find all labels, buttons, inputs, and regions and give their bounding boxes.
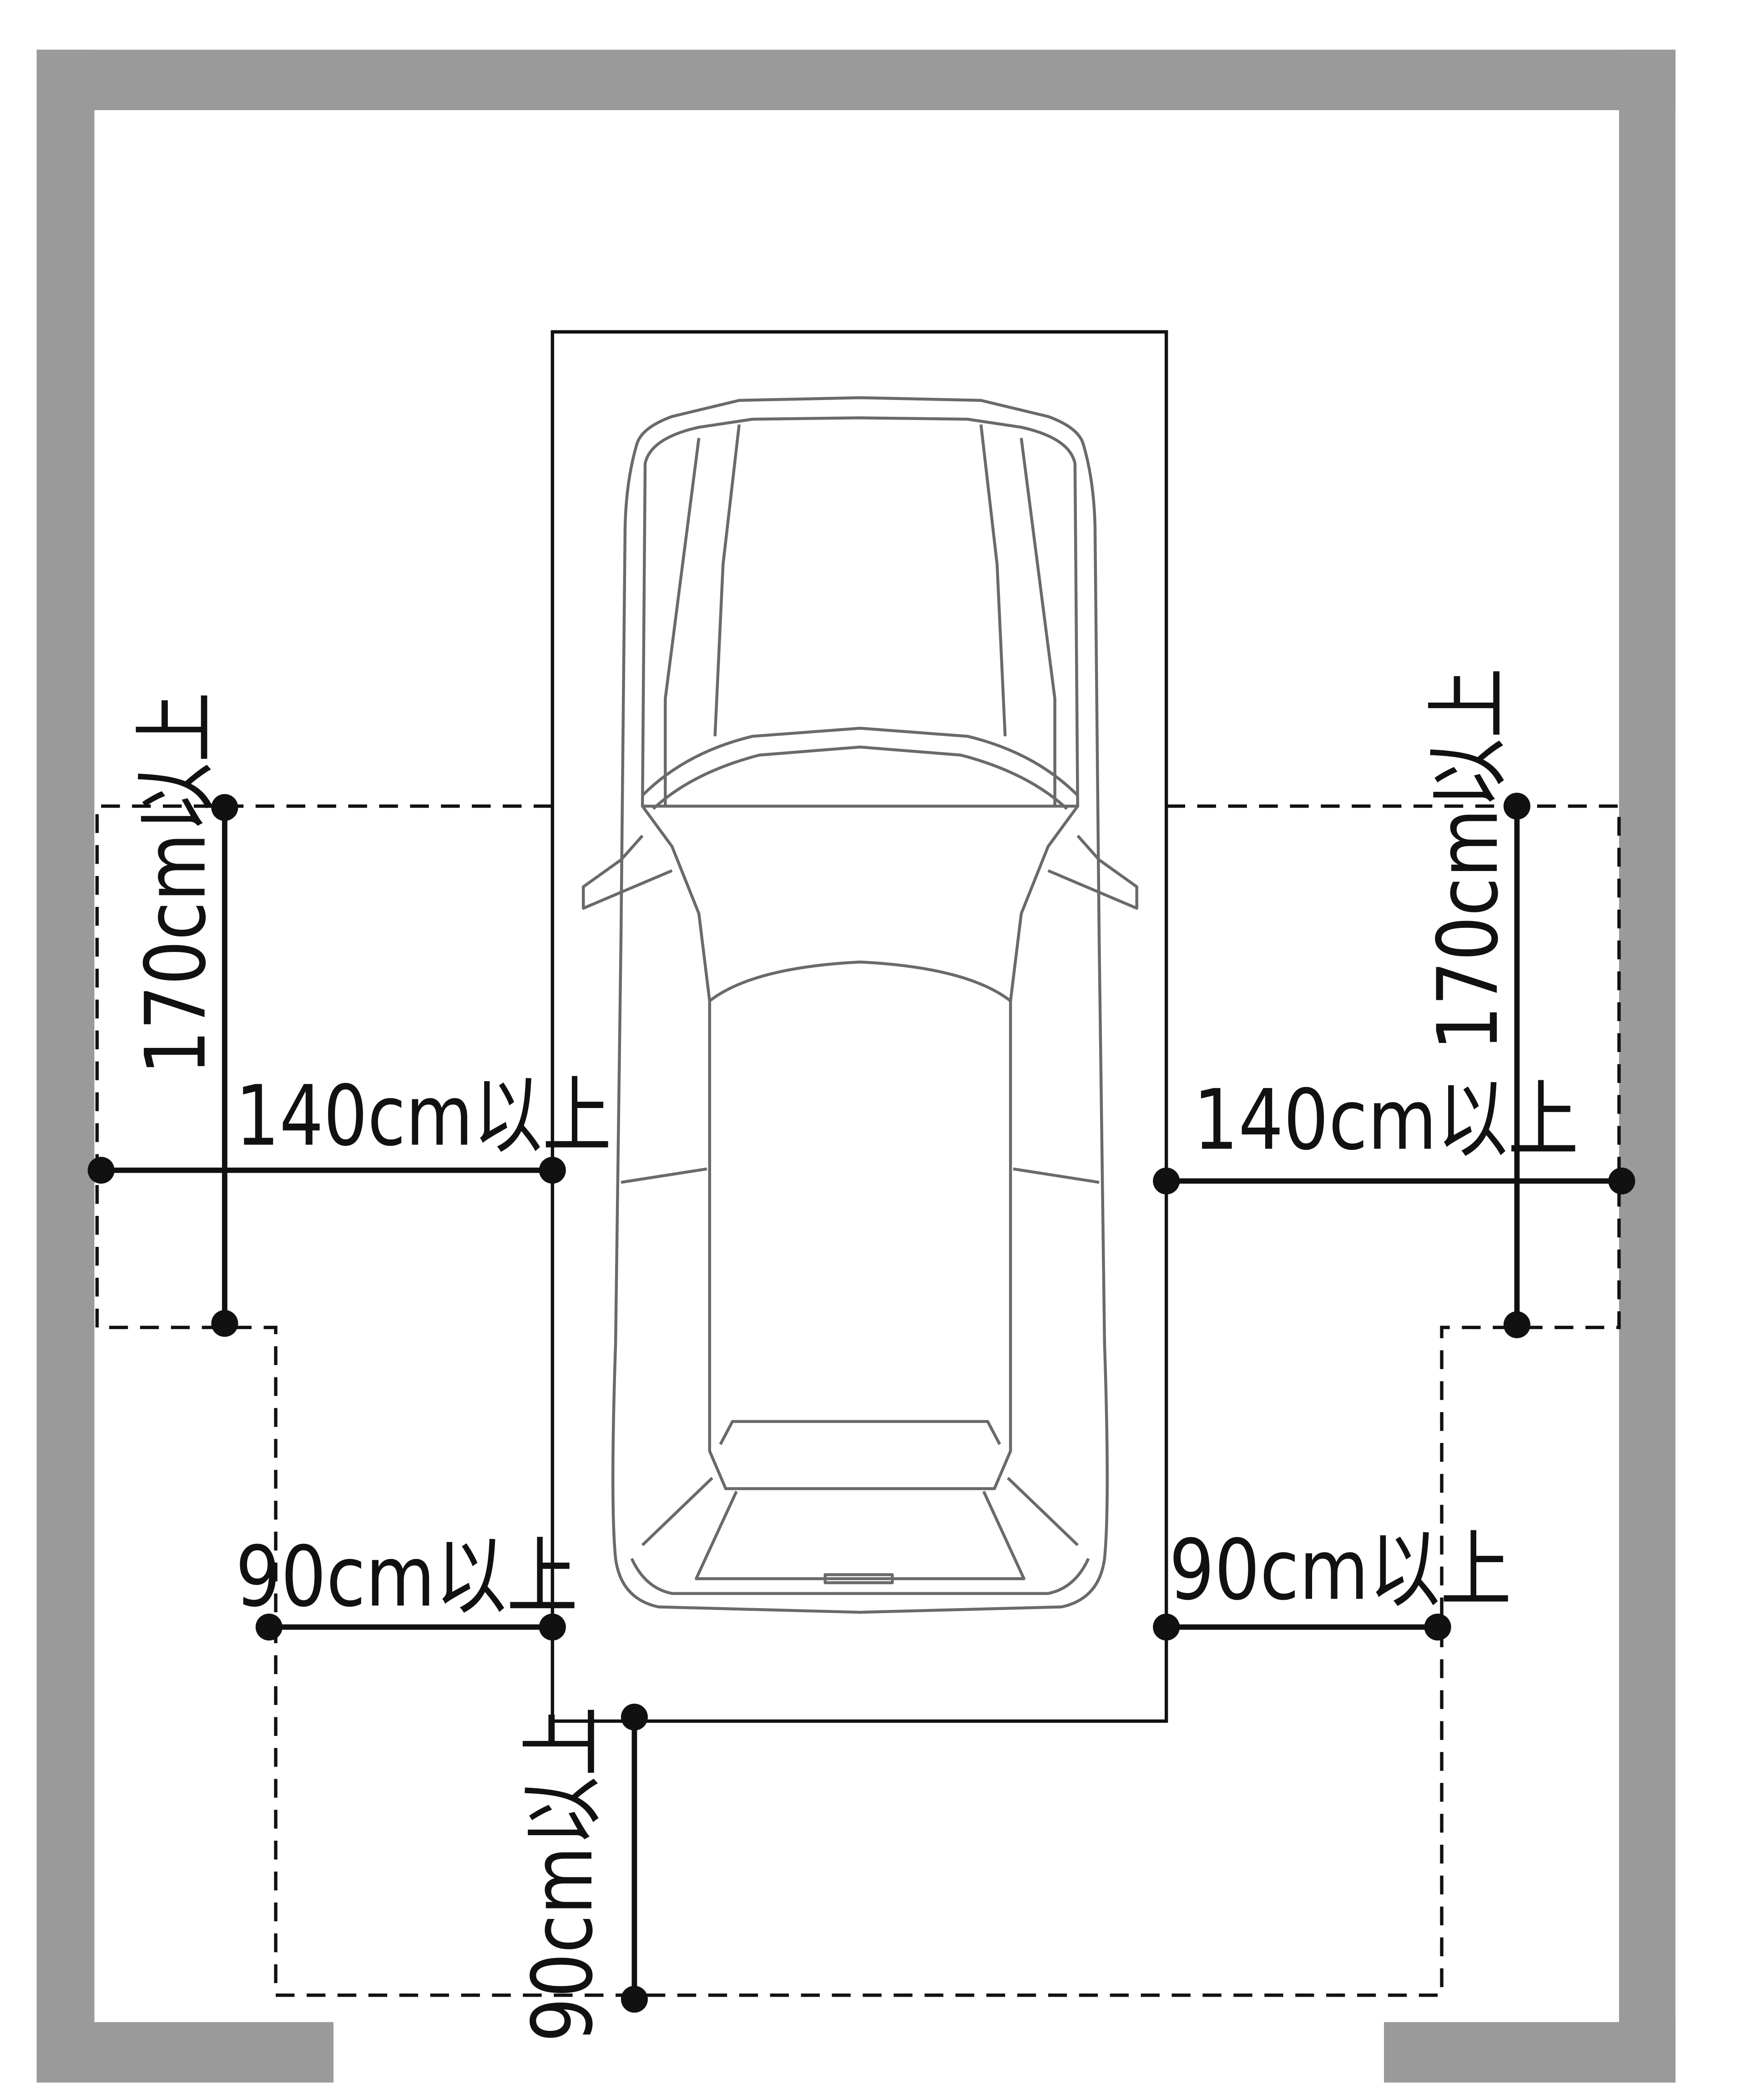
dimension-right-bottom: 90cm以上: [1153, 1522, 1512, 1641]
car-top-view: [581, 396, 1138, 1614]
label-rear-90: 90cm以上: [515, 1706, 611, 2042]
dimension-right-horizontal: 140cm以上: [1153, 1072, 1636, 1194]
dimension-left-vertical: 170cm以上: [128, 692, 238, 1337]
label-right-140: 140cm以上: [1193, 1072, 1579, 1169]
dimension-left-horizontal: 140cm以上: [87, 1068, 611, 1184]
wall-top: [36, 50, 1676, 111]
wall-right: [1619, 50, 1676, 2083]
label-right-90: 90cm以上: [1169, 1522, 1512, 1619]
label-left-170: 170cm以上: [128, 692, 225, 1075]
label-right-170: 170cm以上: [1420, 668, 1517, 1051]
wall-bottom-right-stub: [1384, 2022, 1676, 2083]
car-footprint: [550, 330, 1168, 1723]
label-left-90: 90cm以上: [235, 1528, 578, 1625]
wall-left: [36, 50, 95, 2083]
wall-bottom-left-stub: [36, 2022, 334, 2083]
dimension-rear-vertical: 90cm以上: [515, 1703, 648, 2042]
label-left-140: 140cm以上: [235, 1068, 611, 1165]
garage-walls: [36, 50, 1676, 2083]
dimension-left-bottom: 90cm以上: [235, 1528, 578, 1641]
clearance-zone-dashed: [95, 804, 1621, 1997]
dimension-right-vertical: 170cm以上: [1420, 668, 1530, 1338]
